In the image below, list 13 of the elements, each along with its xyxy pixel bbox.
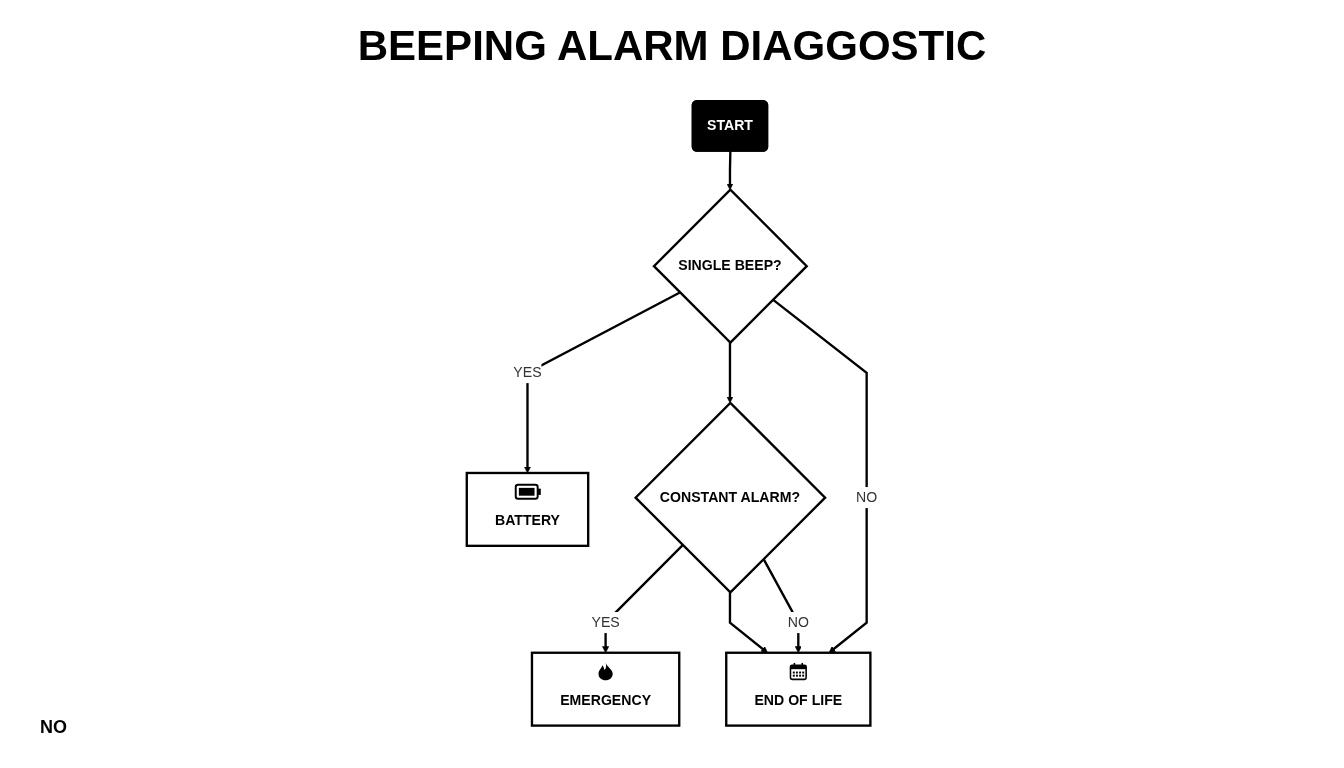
edge-label: YES	[591, 614, 620, 631]
note-text: NO	[40, 717, 67, 737]
node-diamond: CONSTANT ALARM?	[633, 401, 827, 595]
edge-label: NO	[787, 614, 809, 631]
node-diamond: SINGLE BEEP?	[652, 188, 809, 345]
diagram-title: BEEPING ALARM DIAGGOSTIC	[357, 22, 987, 70]
node-box: EMERGENCY	[530, 651, 681, 727]
node-box: BATTERY	[465, 471, 590, 547]
arrow	[726, 151, 734, 191]
edge-label: YES	[513, 364, 542, 381]
edge-label: NO	[856, 489, 878, 506]
node-box: END OF LIFE	[725, 651, 872, 727]
arrow	[726, 342, 734, 404]
